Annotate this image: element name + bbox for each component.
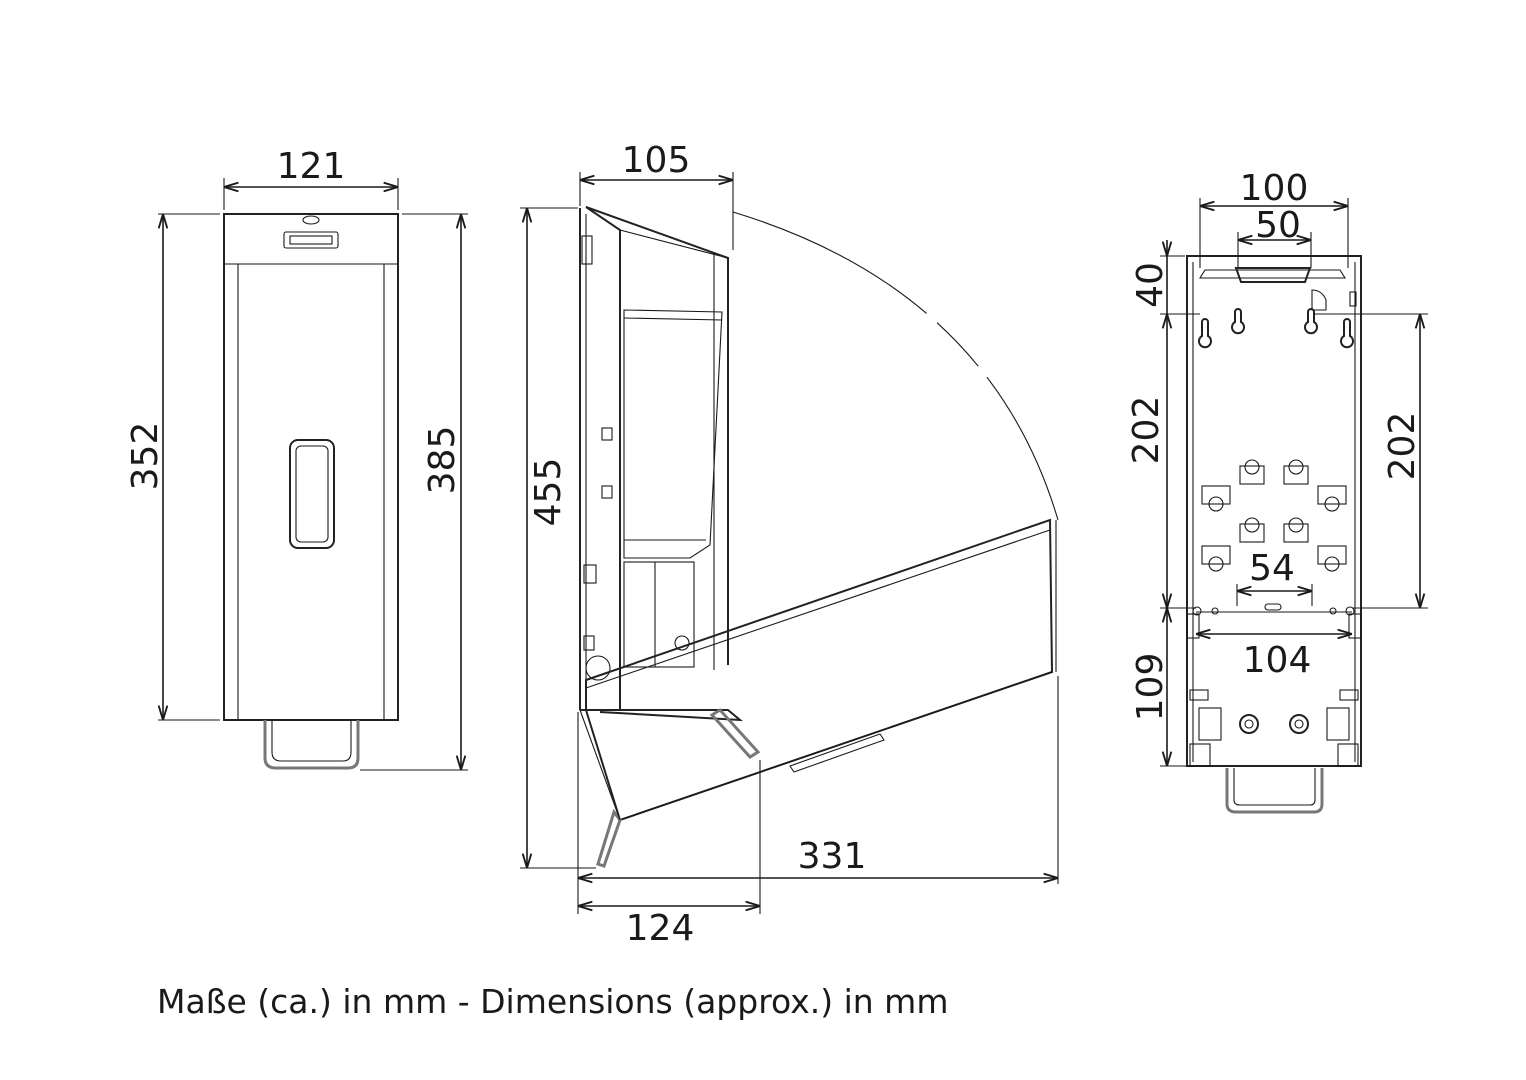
front-view: 121 352 385 (125, 146, 468, 771)
dim-back-holes-left: 202 (1126, 396, 1167, 465)
side-view: 105 455 331 124 (520, 140, 1059, 949)
dim-side-open: 331 (798, 836, 867, 877)
back-view: 100 50 40 202 202 54 104 109 (1126, 168, 1428, 814)
level-window (289, 439, 335, 549)
dim-side-base: 124 (626, 908, 695, 949)
lever-tip-upper (709, 708, 761, 759)
open-lever (585, 518, 1054, 822)
front-lever (263, 720, 360, 770)
lever-tip-lower (596, 808, 622, 868)
dim-back-lower-height: 109 (1130, 653, 1171, 722)
mounting-brackets (1201, 459, 1347, 572)
front-body-outline (223, 213, 399, 721)
dim-back-top: 40 (1130, 262, 1171, 308)
housing-base (580, 709, 743, 722)
lower-clip-left (1198, 707, 1222, 741)
back-lever (1225, 768, 1324, 814)
keyhole-slots (1198, 308, 1354, 349)
pump-unit (623, 561, 695, 668)
dim-side-height: 455 (528, 458, 569, 527)
dim-front-height: 352 (125, 422, 166, 491)
dim-front-total: 385 (422, 426, 463, 495)
dim-back-outer: 100 (1240, 168, 1309, 209)
screw-left (1239, 714, 1259, 734)
housing-lid (585, 206, 729, 665)
dim-side-top: 105 (622, 140, 691, 181)
dim-back-center: 54 (1249, 548, 1295, 589)
lock-icon (302, 215, 320, 225)
dim-back-inner: 50 (1255, 205, 1301, 246)
back-plate-outline (1186, 255, 1362, 767)
housing-front (585, 206, 621, 710)
lid-swing-arc (732, 211, 1059, 521)
footnote: Maße (ca.) in mm - Dimensions (approx.) … (157, 982, 949, 1021)
lower-clip-right (1326, 707, 1350, 741)
top-window (283, 231, 339, 249)
top-latch (1234, 267, 1312, 283)
dim-front-width: 121 (277, 146, 346, 187)
screw-right (1289, 714, 1309, 734)
dim-back-lower: 104 (1243, 640, 1312, 681)
dim-back-holes-right: 202 (1382, 412, 1423, 481)
soap-container (623, 309, 723, 559)
